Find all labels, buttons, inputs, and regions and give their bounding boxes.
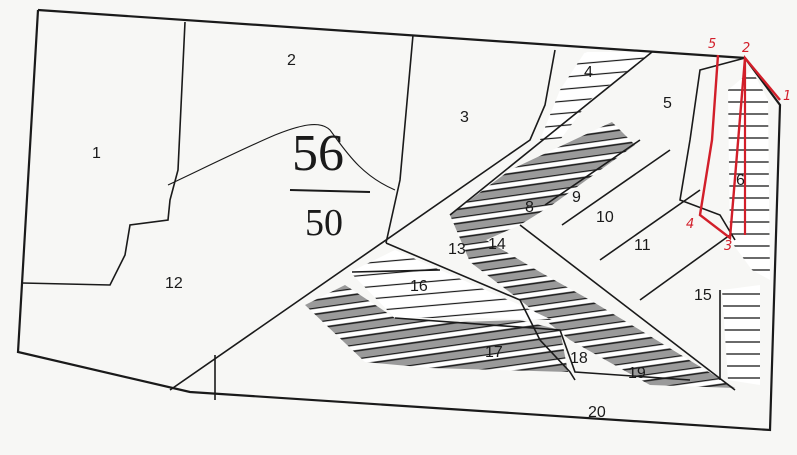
- parcel-label-10: 10: [596, 209, 614, 226]
- parcel-label-4: 4: [584, 64, 593, 81]
- parcel-label-3: 3: [460, 109, 469, 126]
- parcel-label-13: 13: [448, 241, 466, 258]
- block-number: 56: [292, 125, 344, 182]
- survey-boundary-red: [698, 54, 781, 241]
- parcel-labels: 1 2 3 4 5 6 8 9 10 11 12 13 14 15 16 17 …: [92, 52, 745, 421]
- parcel-label-14: 14: [488, 236, 506, 253]
- parcel-label-12: 12: [165, 275, 183, 292]
- hatch-zone-4: [540, 52, 652, 140]
- marker-4: 4: [686, 217, 694, 232]
- parcel-label-20: 20: [588, 404, 606, 421]
- hatch-zone-16: [350, 250, 552, 320]
- shaded-band-lower: [305, 285, 568, 372]
- parcel-label-11: 11: [634, 237, 651, 254]
- parcel-label-18: 18: [570, 350, 588, 367]
- parcel-boundaries: [21, 21, 746, 400]
- parcel-label-8: 8: [525, 199, 534, 216]
- block-number-fraction: 56 50: [289, 125, 371, 244]
- marker-3: 3: [724, 239, 732, 254]
- parcel-label-15: 15: [694, 287, 712, 304]
- shaded-band-central: [450, 122, 735, 388]
- parcel-label-17: 17: [485, 344, 503, 361]
- parcel-label-5: 5: [663, 95, 672, 112]
- parcel-label-6: 6: [736, 172, 745, 189]
- marker-2: 2: [742, 41, 750, 56]
- boundary-markers: 1 2 3 4 5: [686, 37, 791, 254]
- parcel-label-2: 2: [287, 52, 296, 69]
- block-denominator: 50: [305, 202, 343, 244]
- marker-1: 1: [783, 89, 791, 104]
- parcel-label-9: 9: [572, 189, 581, 206]
- parcel-label-16: 16: [410, 278, 428, 295]
- parcel-label-1: 1: [92, 145, 101, 162]
- marker-5: 5: [708, 37, 716, 52]
- hatch-zone-15: [722, 285, 760, 385]
- contour-line: [167, 124, 396, 191]
- fraction-bar: [289, 189, 371, 193]
- parcel-label-19: 19: [628, 365, 646, 382]
